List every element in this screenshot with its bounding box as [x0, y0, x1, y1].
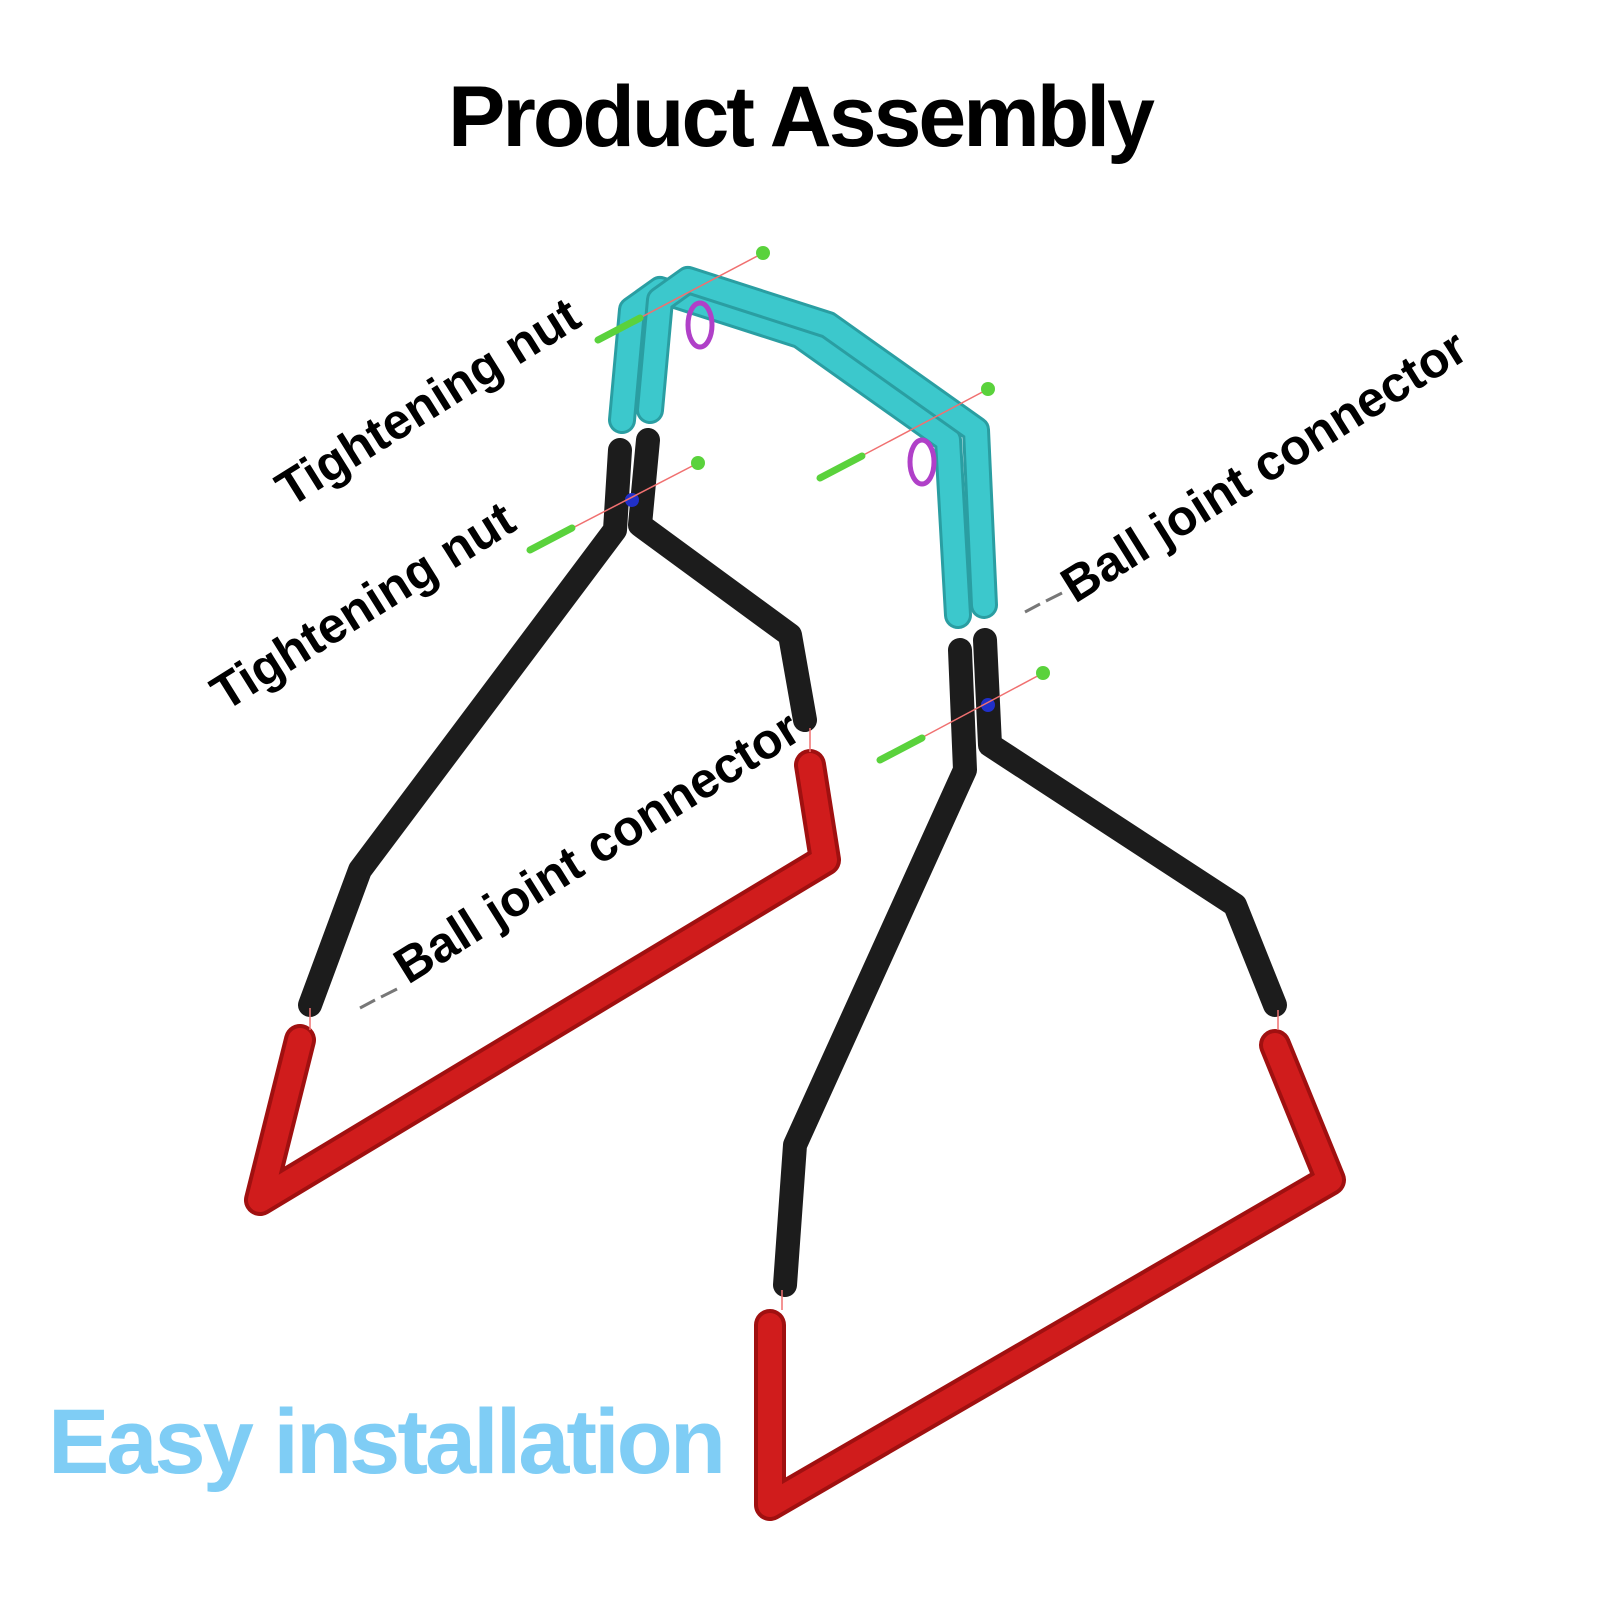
label-tightening-nut-upper: Tightening nut — [266, 286, 590, 517]
page-title: Product Assembly — [448, 69, 1155, 165]
ring-fittings — [685, 300, 937, 487]
right-bottom-frame — [754, 1029, 1346, 1521]
ball-joint-right — [981, 698, 995, 712]
left-bottom-frame — [244, 749, 841, 1216]
footer-easy-installation: Easy installation — [48, 1391, 726, 1493]
top-handle-bar — [608, 266, 998, 629]
nut-bolt-3 — [526, 524, 576, 554]
label-tightening-nut-lower: Tightening nut — [201, 490, 525, 721]
nut-bolt-1 — [594, 314, 644, 344]
ring-upper — [685, 300, 715, 350]
ball-joints — [625, 493, 995, 712]
nut-cap-3 — [691, 456, 705, 470]
left-middle-frame — [298, 428, 817, 1017]
nut-cap-1 — [756, 246, 770, 260]
nut-bolt-4 — [876, 734, 926, 764]
nut-bolt-2 — [816, 452, 866, 482]
label-ball-joint-right: Ball joint connector — [1051, 319, 1476, 614]
tightening-nuts — [526, 246, 1050, 764]
leader-dashes — [359, 591, 1063, 1010]
ball-joint-left — [625, 493, 639, 507]
ring-lower — [907, 437, 937, 487]
nut-cap-4 — [1036, 666, 1050, 680]
nut-cap-2 — [981, 382, 995, 396]
right-middle-frame — [773, 628, 1287, 1297]
